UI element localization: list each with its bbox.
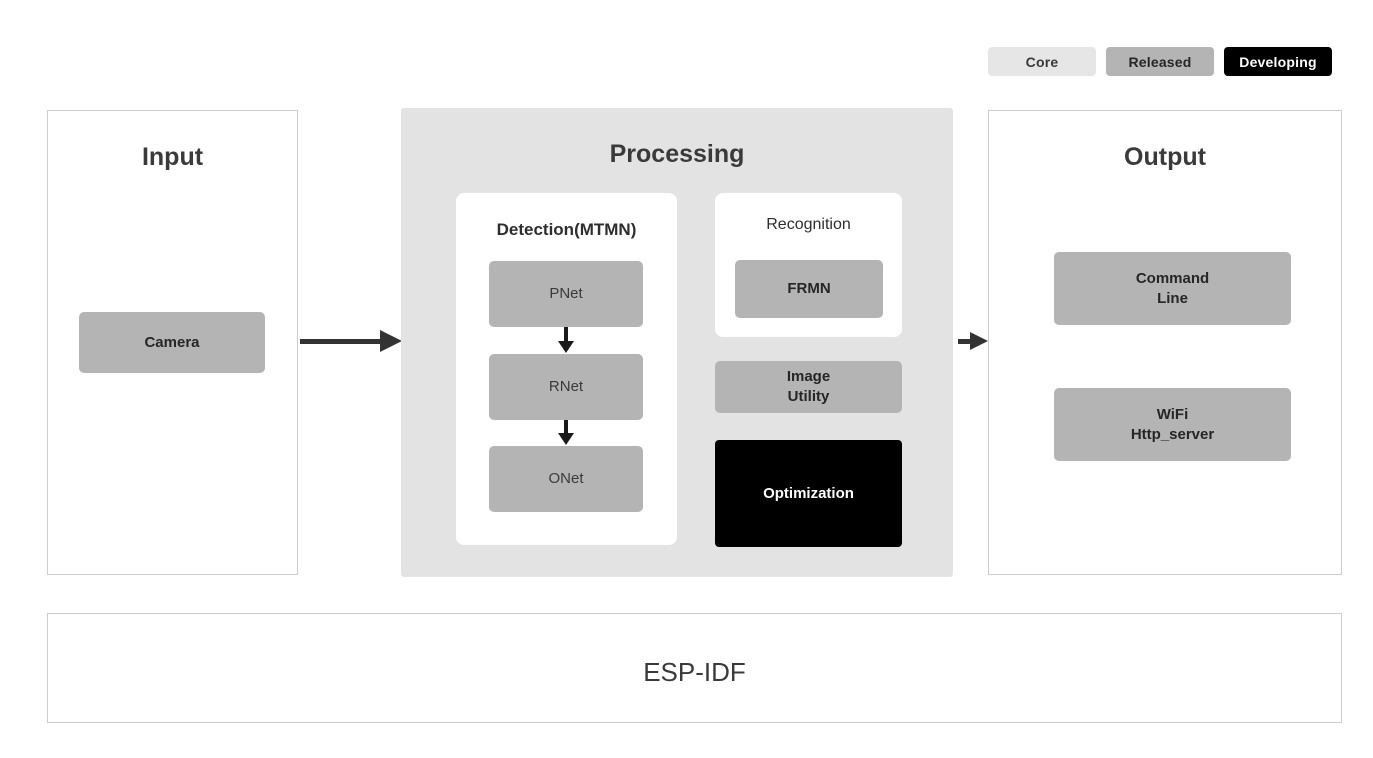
node-pnet-label: PNet (549, 285, 583, 303)
panel-input-title: Input (141, 143, 204, 171)
node-onet-label: ONet (548, 470, 584, 488)
legend-chip-developing: Developing (1224, 47, 1332, 76)
node-wifi-http-server-label: WiFi Http_server (1130, 405, 1215, 443)
node-onet: ONet (489, 446, 643, 512)
node-optimization-label: Optimization (763, 484, 854, 502)
panel-esp-idf: ESP-IDF (47, 613, 1342, 723)
node-pnet: PNet (489, 261, 643, 327)
panel-output-title: Output (1124, 143, 1206, 171)
legend: Core Released Developing (988, 47, 1332, 76)
node-rnet-label: RNet (548, 378, 584, 396)
node-command-line-label: Command Line (1135, 269, 1210, 307)
node-optimization: Optimization (715, 440, 902, 547)
node-camera: Camera (79, 312, 265, 373)
panel-output: Output (988, 110, 1342, 575)
legend-chip-released: Released (1106, 47, 1214, 76)
node-wifi-http-server: WiFi Http_server (1054, 388, 1291, 461)
card-detection-title: Detection(MTMN) (496, 220, 637, 239)
node-image-utility-label: Image Utility (786, 368, 831, 405)
node-image-utility: Image Utility (715, 361, 902, 413)
node-frmn-label: FRMN (787, 280, 831, 298)
node-command-line: Command Line (1054, 252, 1291, 325)
legend-chip-developing-label: Developing (1239, 53, 1317, 70)
legend-chip-core-label: Core (1025, 53, 1059, 70)
legend-chip-released-label: Released (1128, 53, 1192, 70)
esp-idf-label: ESP-IDF (643, 657, 746, 687)
legend-chip-core: Core (988, 47, 1096, 76)
node-frmn: FRMN (735, 260, 883, 318)
card-recognition-title: Recognition (766, 216, 851, 233)
panel-processing-title: Processing (609, 140, 745, 168)
node-camera-label: Camera (144, 333, 200, 351)
node-rnet: RNet (489, 354, 643, 420)
